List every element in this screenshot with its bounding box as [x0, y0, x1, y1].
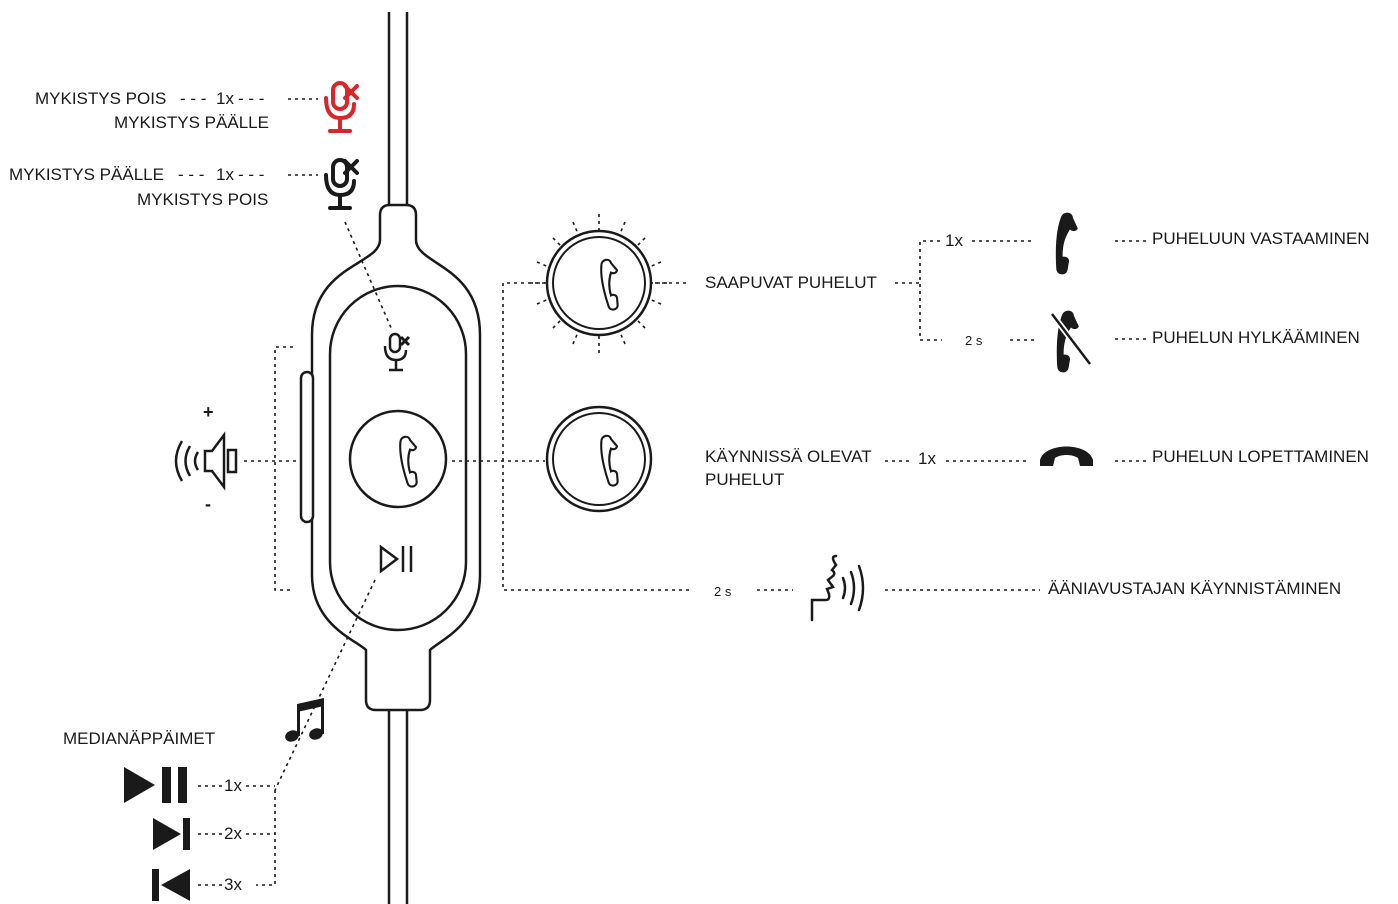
music-note-icon	[285, 698, 324, 742]
reject-hold-label: 2 s	[965, 333, 983, 348]
end-count-label: 1x	[918, 449, 936, 468]
reject-call-label: PUHELUN HYLKÄÄMINEN	[1152, 328, 1360, 347]
volume-minus-label: -	[205, 494, 211, 514]
ongoing-calls-label-line2: PUHELUT	[705, 470, 785, 489]
controller-call-button[interactable]	[348, 409, 448, 509]
volume-plus-label: +	[203, 402, 214, 422]
leader-lines	[198, 98, 1148, 886]
ongoing-calls-label-line1: KÄYNNISSÄ OLEVAT	[705, 447, 872, 466]
mic-muted-icon-red	[324, 81, 359, 133]
incoming-calls-label: SAAPUVAT PUHELUT	[705, 273, 877, 292]
mute-red-count: 1x	[216, 89, 234, 108]
end-call-label: PUHELUN LOPETTAMINEN	[1152, 447, 1369, 466]
answer-call-icon	[1033, 210, 1096, 277]
play-pause-count-label: 1x	[224, 776, 242, 795]
mute-leader-dash-4: - - -	[238, 165, 265, 184]
cable	[387, 12, 409, 904]
mute-leader-dash: - - -	[180, 89, 207, 108]
answer-count-label: 1x	[945, 231, 963, 250]
previous-track-icon	[152, 869, 190, 901]
ongoing-call-icon	[545, 405, 653, 513]
voice-assistant-icon	[810, 554, 865, 622]
hang-up-icon	[1040, 446, 1093, 466]
answer-call-label: PUHELUUN VASTAAMINEN	[1152, 229, 1370, 248]
voice-assistant-label: ÄÄNIAVUSTAJAN KÄYNNISTÄMINEN	[1048, 579, 1342, 598]
reject-call-icon	[1034, 308, 1097, 375]
mic-muted-icon-black	[324, 158, 359, 210]
mute-off-label-black: MYKISTYS POIS	[137, 190, 269, 209]
play-pause-icon	[124, 767, 187, 803]
mute-on-label-black: MYKISTYS PÄÄLLE	[9, 165, 164, 184]
prev-count-label: 3x	[224, 875, 242, 894]
controller-play-pause-icon[interactable]	[379, 544, 413, 574]
speaker-icon	[174, 431, 238, 491]
media-keys-title: MEDIANÄPPÄIMET	[63, 729, 216, 748]
mute-black-count: 1x	[216, 165, 234, 184]
incoming-call-icon	[530, 214, 668, 356]
next-count-label: 2x	[224, 824, 242, 843]
mute-leader-dash-2: - - -	[238, 89, 265, 108]
next-track-icon	[153, 818, 190, 850]
controller-mute-icon[interactable]	[383, 332, 411, 372]
mute-off-label-red: MYKISTYS POIS	[35, 89, 167, 108]
mute-on-label-red: MYKISTYS PÄÄLLE	[114, 113, 269, 132]
assistant-hold-label: 2 s	[714, 584, 732, 599]
mute-leader-dash-3: - - -	[178, 165, 205, 184]
